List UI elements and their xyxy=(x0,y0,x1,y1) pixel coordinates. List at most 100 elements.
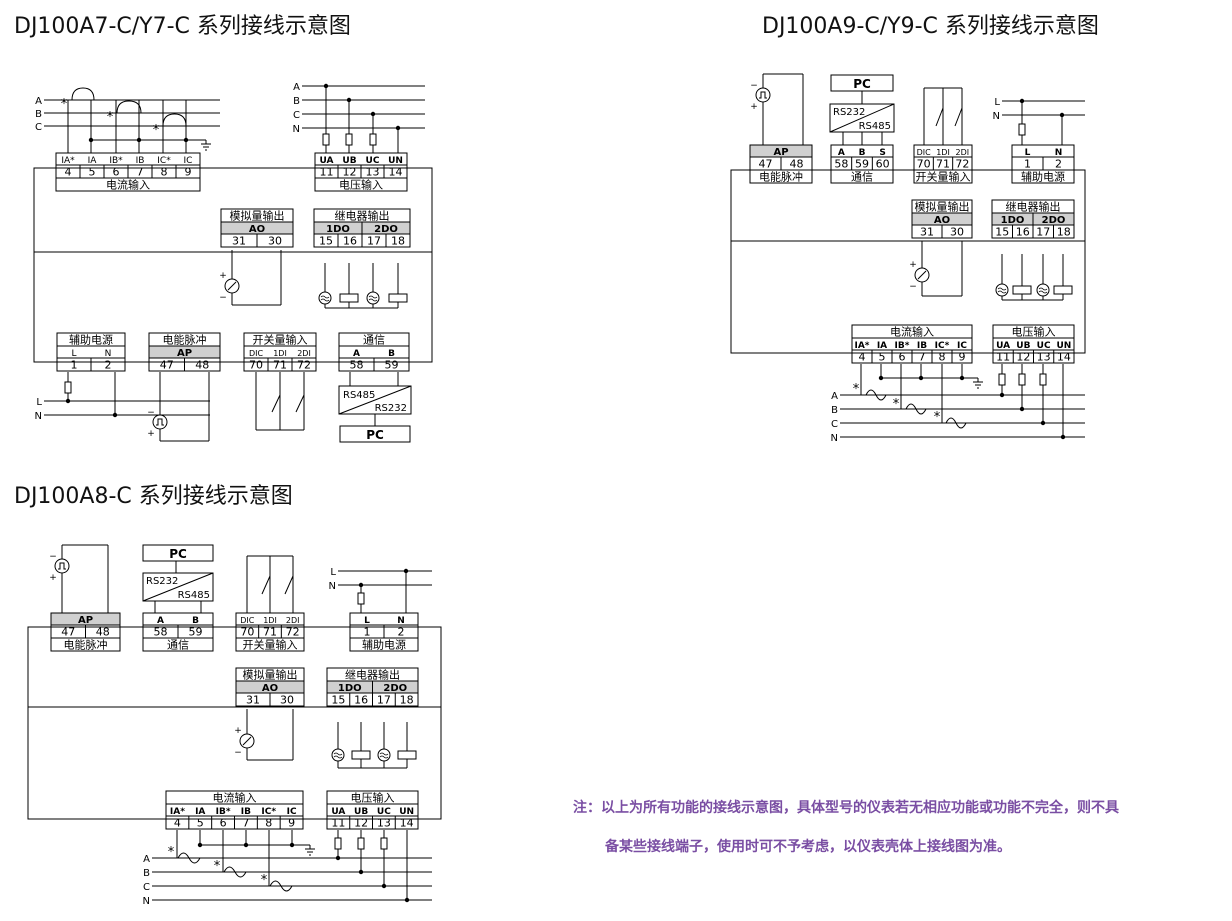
load-lamp-icon xyxy=(377,748,391,762)
current-block-a8-terminal-number: 7 xyxy=(242,817,249,830)
ap-block-a9-terminal-number: 48 xyxy=(790,158,804,171)
voltage-block-a8-terminal-number: 12 xyxy=(354,817,368,830)
current-block-a7-terminal-name: IB xyxy=(136,156,145,166)
ct-coil-icon xyxy=(71,87,95,101)
relay-coil-icon xyxy=(351,750,371,760)
relay-block-a7-terminal-number: 17 xyxy=(367,235,381,248)
fuse-icon xyxy=(1018,373,1026,386)
phase-label-C: C xyxy=(293,110,300,121)
voltage-block-a7-terminal-name: UA xyxy=(320,156,334,166)
plus-sign: + xyxy=(750,102,758,112)
junction-dot xyxy=(243,842,249,848)
switch-block-a7-numbers-row xyxy=(243,357,317,372)
junction-dot xyxy=(358,582,364,588)
pulse-meter-icon xyxy=(54,558,70,574)
phase-label-N: N xyxy=(293,124,300,135)
switch-block-a8-terminal-name: DIC xyxy=(240,616,255,625)
comm-block-a7-terminal-number: 58 xyxy=(350,359,364,372)
fuse-icon xyxy=(345,133,353,146)
current-block-a9-title: 电流输入 xyxy=(890,325,934,339)
voltage-block-a9-terminal-number: 14 xyxy=(1057,351,1071,364)
load-lamp-icon xyxy=(318,291,332,305)
ammeter-icon xyxy=(227,281,237,291)
switch-block-a8-terminal-number: 72 xyxy=(286,626,300,639)
voltage-block-a7-terminal-name: UN xyxy=(388,156,403,166)
voltage-block-a7-terminal-name: UB xyxy=(342,156,356,166)
current-block-a8-terminal-name: IA* xyxy=(170,807,185,817)
comm-block-a9-terminal-number: 58 xyxy=(834,158,848,171)
comm-block-a8-terminal-name: A xyxy=(157,616,164,626)
switch-block-a9-terminal-name: DIC xyxy=(917,148,932,157)
junction-dot xyxy=(65,398,71,404)
polarity-mark: * xyxy=(153,123,160,138)
fuse-icon xyxy=(64,381,72,394)
switch-block-a9-footer xyxy=(913,169,973,184)
switch-block-a7-terminal-name: DIC xyxy=(249,349,264,358)
current-block-a9-terminal-number: 4 xyxy=(859,351,866,364)
plus-sign: + xyxy=(147,429,155,439)
current-block-a9-terminal-name: IB* xyxy=(895,341,910,351)
polarity-mark: * xyxy=(61,97,68,112)
voltage-block-a9-terminal-name: UN xyxy=(1056,341,1071,351)
ap-block-a8-terminal-number: 47 xyxy=(61,626,75,639)
phase-label-B: B xyxy=(831,405,838,416)
current-block-a9-terminal-number: 8 xyxy=(939,351,946,364)
minus-sign: − xyxy=(49,552,57,562)
current-block-a7-title: 电流输入 xyxy=(106,178,150,192)
polarity-mark: * xyxy=(893,397,900,412)
ao-block-a8-title: 模拟量输出 xyxy=(243,668,298,682)
voltage-block-a7-terminal-name: UC xyxy=(366,156,380,166)
ammeter-icon xyxy=(242,736,252,746)
load-lamp-icon xyxy=(331,748,345,762)
junction-dot xyxy=(112,412,118,418)
polarity-mark: * xyxy=(168,845,175,860)
switch-block-a7-title: 开关量输入 xyxy=(253,333,308,347)
phase-label-C: C xyxy=(831,419,838,430)
fuse-icon xyxy=(1018,123,1026,136)
lamp-wave-icon xyxy=(368,295,378,302)
voltage-block-a7-terminal-number: 11 xyxy=(320,166,334,179)
phase-label-A: A xyxy=(293,82,300,93)
switch-block-a9-terminal-number: 72 xyxy=(955,158,969,171)
ap-block-a7-terminal-number: 48 xyxy=(195,359,209,372)
comm-block-a9-terminal-name: B xyxy=(859,148,866,158)
ao-block-a9-sub-label: AO xyxy=(934,215,950,226)
aux-block-a8-title: 辅助电源 xyxy=(362,638,406,652)
phase-label-L: L xyxy=(330,567,336,578)
comm-block-a9-title: 通信 xyxy=(851,171,873,184)
switch-block-a9-terminal-number: 70 xyxy=(917,158,931,171)
relay-block-a9-terminal-number: 15 xyxy=(995,226,1009,239)
relay-block-a7-terminal-number: 18 xyxy=(391,235,405,248)
comm-block-a7-title: 通信 xyxy=(363,334,385,347)
polarity-mark: * xyxy=(261,873,268,888)
comm-block-a9-footer xyxy=(830,169,894,184)
phase-label-A: A xyxy=(831,391,838,402)
rs-converter-diagonal xyxy=(829,103,895,133)
ct-coil-icon xyxy=(116,100,142,114)
lamp-wave-icon xyxy=(997,287,1007,294)
rs-converter-diagonal xyxy=(338,385,412,415)
plus-sign: + xyxy=(234,726,242,736)
relay-coil-icon xyxy=(1012,285,1032,295)
ao-block-a8-sub-label: AO xyxy=(262,683,278,694)
relay-block-a9-terminal-number: 17 xyxy=(1036,226,1050,239)
ammeter-icon xyxy=(917,270,927,280)
current-block-a9-terminal-number: 6 xyxy=(899,351,906,364)
junction-dot xyxy=(381,883,387,889)
polarity-mark: * xyxy=(214,859,221,874)
ap-block-a9-title: 电能脉冲 xyxy=(759,170,803,184)
current-block-a8-terminal-number: 4 xyxy=(174,817,181,830)
lamp-wave-icon xyxy=(333,752,343,759)
title-a8: DJ100A8-C 系列接线示意图 xyxy=(14,484,293,509)
ap-block-a8-footer xyxy=(50,637,121,652)
aux-block-a8-footer xyxy=(349,637,419,652)
junction-dot xyxy=(1040,420,1046,426)
pulse-icon xyxy=(156,418,164,426)
pc-box-a9 xyxy=(830,74,894,92)
current-block-a8-terminal-number: 9 xyxy=(288,817,295,830)
relay-block-a8-title: 继电器输出 xyxy=(345,668,400,682)
aux-block-a9-names-row xyxy=(1011,144,1075,158)
note-line-2: 备某些接线端子，使用时可不予考虑，以仪表壳体上接线图为准。 xyxy=(605,839,1011,855)
switch-block-a8-footer xyxy=(235,637,305,652)
title-a9: DJ100A9-C/Y9-C 系列接线示意图 xyxy=(762,14,1099,39)
